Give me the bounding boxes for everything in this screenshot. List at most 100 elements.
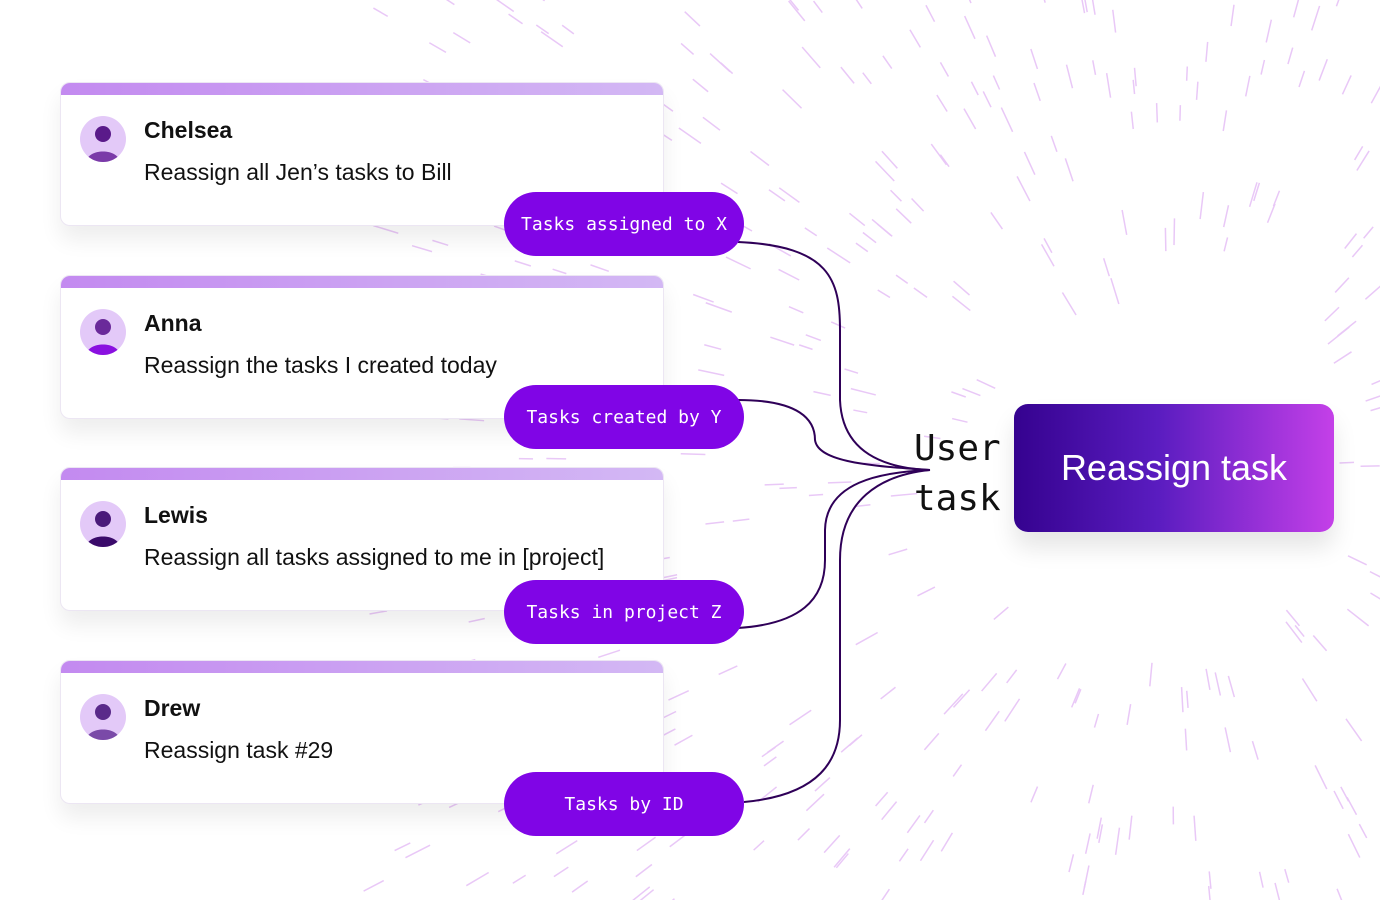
background-dash (1351, 244, 1364, 258)
background-dash (1043, 237, 1053, 254)
background-dash (840, 66, 855, 84)
background-dash (1334, 277, 1350, 293)
background-dash (632, 886, 651, 900)
background-dash (827, 481, 852, 484)
background-dash (452, 31, 471, 44)
background-dash (1294, 624, 1305, 638)
background-dash (895, 208, 912, 224)
background-dash (1126, 704, 1132, 726)
background-dash (1358, 823, 1368, 839)
background-dash (782, 89, 803, 109)
background-dash (1082, 880, 1087, 896)
background-dash (797, 828, 811, 841)
background-dash (692, 78, 709, 93)
background-dash (1340, 786, 1350, 802)
background-dash (1132, 79, 1136, 95)
background-dash (923, 435, 941, 440)
background-dash (720, 62, 734, 75)
background-dash (459, 418, 485, 422)
background-dash (411, 244, 433, 253)
request-message: Reassign task #29 (144, 737, 334, 763)
background-dash (880, 686, 896, 700)
background-dash (788, 305, 804, 314)
background-dash (789, 709, 812, 726)
background-dash (925, 4, 936, 23)
background-dash (540, 31, 564, 48)
background-dash (1230, 4, 1235, 27)
background-dash (445, 0, 455, 6)
background-dash (678, 127, 702, 144)
background-dash (1335, 0, 1340, 7)
background-dash (804, 227, 818, 237)
connector-line (737, 241, 931, 471)
background-dash (882, 55, 893, 70)
background-dash (512, 874, 527, 884)
background-dash (778, 187, 800, 203)
background-dash (1292, 0, 1300, 18)
background-dash (1093, 713, 1100, 728)
background-dash (813, 390, 831, 397)
background-dash (1344, 233, 1358, 249)
background-dash (1064, 158, 1074, 182)
background-dash (1199, 191, 1205, 220)
background-dash (1068, 854, 1075, 873)
background-dash (855, 631, 878, 646)
background-dash (718, 665, 738, 676)
connector-line (737, 469, 931, 629)
background-dash (1356, 150, 1370, 171)
background-dash (465, 871, 490, 887)
user-name: Drew (144, 695, 201, 721)
background-dash (1081, 0, 1086, 14)
background-dash (468, 617, 485, 623)
background-dash (833, 848, 851, 868)
background-dash (1370, 592, 1380, 600)
background-dash (1333, 790, 1344, 810)
background-dash (1369, 570, 1380, 578)
background-dash (1258, 871, 1264, 888)
background-dash (890, 189, 902, 202)
background-dash (881, 801, 898, 821)
background-dash (1184, 728, 1188, 751)
background-dash (705, 521, 725, 525)
background-dash (394, 842, 411, 852)
background-dash (976, 379, 996, 390)
background-dash (911, 197, 925, 212)
background-dash (1266, 203, 1276, 224)
background-dash (1285, 609, 1301, 627)
background-dash (1030, 48, 1039, 70)
background-dash (1214, 672, 1222, 696)
connector-line (737, 399, 931, 471)
background-dash (953, 280, 971, 296)
background-dash (1004, 698, 1021, 722)
background-dash (876, 223, 892, 237)
background-dash (812, 0, 823, 14)
background-dash (1195, 81, 1199, 100)
avatar (80, 501, 126, 547)
background-dash (1205, 668, 1211, 691)
background-dash (1000, 107, 1014, 133)
avatar (80, 694, 126, 740)
background-dash (1185, 690, 1189, 709)
background-dash (552, 268, 567, 275)
background-dash (1112, 9, 1117, 33)
background-dash (496, 0, 515, 13)
background-dash (635, 863, 653, 878)
background-dash (428, 42, 447, 54)
background-dash (805, 793, 825, 812)
background-dash (855, 242, 869, 253)
background-dash (862, 231, 877, 244)
background-dash (1353, 146, 1364, 161)
background-dash (895, 274, 909, 285)
background-dash (849, 212, 866, 227)
background-dash (970, 81, 979, 96)
background-dash (1314, 765, 1328, 790)
background-dash (1244, 75, 1251, 97)
background-dash (1253, 182, 1261, 202)
background-dash (1185, 66, 1189, 81)
background-dash (1130, 111, 1134, 130)
background-dash (993, 606, 1009, 620)
background-dash (940, 832, 954, 852)
background-dash (1205, 41, 1209, 62)
background-dash (770, 336, 795, 346)
request-message: Reassign all Jen’s tasks to Bill (144, 159, 452, 185)
